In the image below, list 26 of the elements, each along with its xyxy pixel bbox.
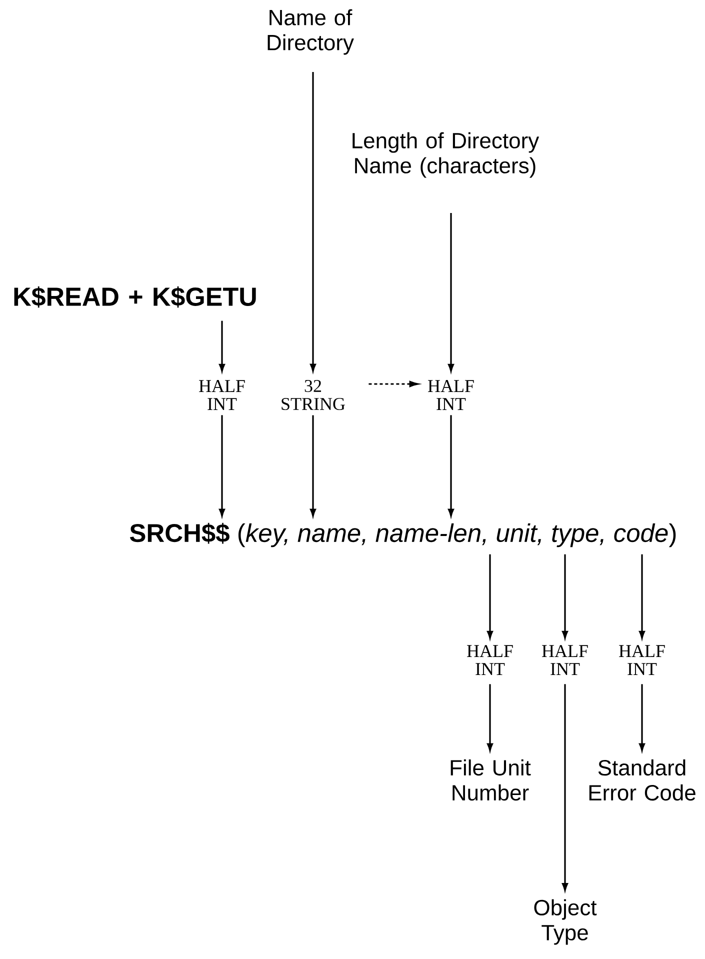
call-signature: SRCH$$ (key, name, name-len, unit, type, code) xyxy=(130,522,676,548)
arrow xyxy=(639,684,646,752)
arrow xyxy=(310,415,316,517)
text-label: Standard Error Code xyxy=(589,759,696,801)
arrow xyxy=(218,320,226,372)
arrow xyxy=(310,72,316,372)
arrow xyxy=(448,415,454,517)
type-label: HALF INT xyxy=(542,645,588,675)
routine-label: K$READ + K$GETU xyxy=(14,286,256,308)
arrow xyxy=(218,415,226,517)
arrow xyxy=(368,380,419,388)
arrow xyxy=(562,684,568,891)
type-label: HALF INT xyxy=(619,645,665,675)
type-label: 32 STRING xyxy=(282,380,345,410)
text-label: Length of Directory Name (characters) xyxy=(352,132,540,178)
arrow xyxy=(562,554,568,639)
type-label: HALF INT xyxy=(467,645,513,675)
text-label: File Unit Number xyxy=(450,759,531,801)
type-label: HALF INT xyxy=(199,380,245,410)
type-label: HALF INT xyxy=(428,380,474,410)
arrow xyxy=(487,554,494,639)
text-label: Name of Directory xyxy=(268,9,354,55)
arrow xyxy=(487,684,494,752)
text-label: Object Type xyxy=(534,899,597,945)
arrow xyxy=(448,212,454,372)
arrow xyxy=(639,554,646,639)
